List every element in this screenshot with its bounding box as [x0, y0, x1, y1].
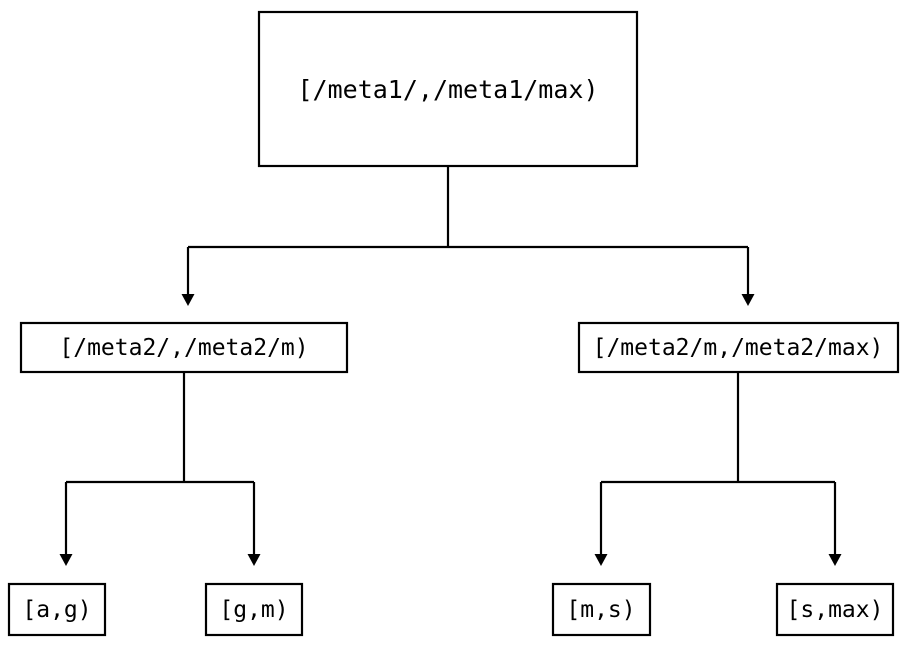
node-leaf-4[interactable]: [s,max) — [775, 582, 895, 637]
arrow-head-icon-leaf-2 — [247, 554, 261, 566]
node-leaf-3-box — [551, 582, 652, 637]
edge-group-midleft-to-leaves — [59, 372, 261, 566]
node-leaf-2-label: [g,m) — [219, 597, 288, 623]
arrow-head-icon-mid-left — [181, 294, 195, 306]
node-mid-right-label: [/meta2/m,/meta2/max) — [593, 335, 884, 361]
node-leaf-4-label: [s,max) — [787, 597, 884, 623]
edge-group-root-to-mid — [181, 166, 755, 306]
node-leaf-1-label: [a,g) — [22, 597, 91, 623]
node-mid-left[interactable]: [/meta2/,/meta2/m) — [19, 321, 349, 374]
node-root-box — [257, 10, 639, 168]
node-leaf-1[interactable]: [a,g) — [7, 582, 107, 637]
node-root[interactable]: [/meta1/,/meta1/max) — [257, 10, 639, 168]
node-leaf-4-box — [775, 582, 895, 637]
node-leaf-3[interactable]: [m,s) — [551, 582, 652, 637]
node-mid-right-box — [577, 321, 900, 374]
node-mid-right[interactable]: [/meta2/m,/meta2/max) — [577, 321, 900, 374]
node-leaf-1-box — [7, 582, 107, 637]
node-mid-left-box — [19, 321, 349, 374]
arrow-head-icon-leaf-3 — [594, 554, 608, 566]
node-mid-left-label: [/meta2/,/meta2/m) — [59, 335, 308, 361]
node-leaf-2[interactable]: [g,m) — [204, 582, 304, 637]
arrow-head-icon-leaf-4 — [828, 554, 842, 566]
arrow-head-icon-leaf-1 — [59, 554, 73, 566]
node-leaf-2-box — [204, 582, 304, 637]
node-root-label: [/meta1/,/meta1/max) — [297, 75, 598, 104]
edge-group-midright-to-leaves — [594, 372, 842, 566]
node-leaf-3-label: [m,s) — [566, 597, 635, 623]
arrow-head-icon-mid-right — [741, 294, 755, 306]
